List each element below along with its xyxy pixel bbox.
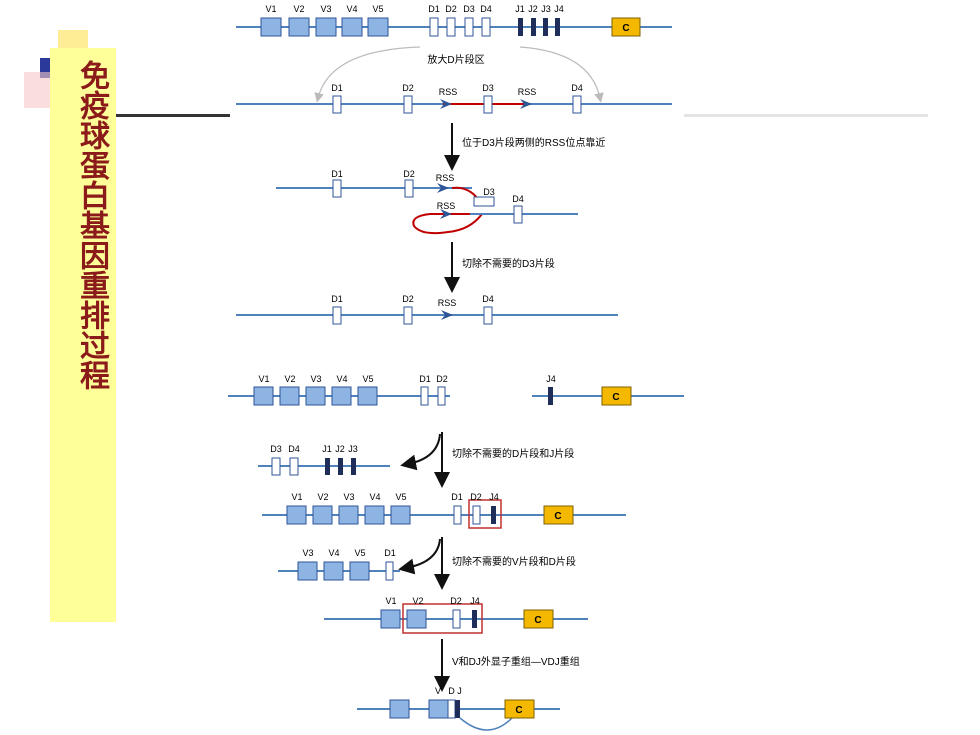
- r3-d1-label: D1: [331, 169, 343, 179]
- exc1-d3-label: D3: [270, 444, 282, 454]
- row-vdj-candidate: C V1 V2 D2 J4: [324, 596, 588, 634]
- row-germline: C V1 V2 V3 V4 V5 D1 D2 D3 D4 J1 J2 J3 J4: [236, 4, 672, 37]
- row-bottom-germline: C V1 V2 V3 V4 V5 D1 D2 J4: [228, 374, 684, 406]
- r3-rss1-label: RSS: [436, 173, 455, 183]
- b-j4-label: J4: [546, 374, 556, 384]
- r4-rss-label: RSS: [438, 298, 457, 308]
- r2-d3-label: D3: [482, 83, 494, 93]
- r2-d2-label: D2: [402, 83, 414, 93]
- step2-label: 切除不需要的D3片段: [462, 257, 555, 270]
- r6-v4-label: V4: [369, 492, 380, 502]
- exc1-j1-label: J1: [322, 444, 332, 454]
- r3-d2-label: D2: [403, 169, 415, 179]
- step1-label: 位于D3片段两侧的RSS位点靠近: [462, 136, 605, 149]
- r6-d1-label: D1: [451, 492, 463, 502]
- r2-rss1-label: RSS: [439, 87, 458, 97]
- step3-label: 切除不需要的D片段和J片段: [452, 447, 574, 460]
- j3-label: J3: [541, 4, 551, 14]
- zoom-right-arrow: [519, 46, 604, 103]
- d4-label: D4: [480, 4, 492, 14]
- exc2-v5-label: V5: [354, 548, 365, 558]
- excised-dj-fragment: D3 D4 J1 J2 J3: [258, 444, 390, 476]
- r2-d4-label: D4: [571, 83, 583, 93]
- r4-d4-label: D4: [482, 294, 494, 304]
- b-v5-label: V5: [362, 374, 373, 384]
- v2-label: V2: [293, 4, 304, 14]
- excised-vd-fragment: V3 V4 V5 D1: [278, 548, 400, 581]
- b-v4-label: V4: [336, 374, 347, 384]
- b-d1-label: D1: [419, 374, 431, 384]
- row-d-zoom: D1 D2 RSS D3 RSS D4: [236, 83, 672, 114]
- d1-label: D1: [428, 4, 440, 14]
- row-dj-joined: C V1 V2 V3 V4 V5 D1 D2 J4: [262, 492, 626, 529]
- page-title: 免疫球蛋白基因重排过程: [74, 60, 109, 390]
- exc2-v3-label: V3: [302, 548, 313, 558]
- r3-rss2-label: RSS: [437, 201, 456, 211]
- r6-j4-label: J4: [489, 492, 499, 502]
- final-dj-label: D J: [448, 686, 462, 696]
- step4-label: 切除不需要的V片段和D片段: [452, 555, 576, 568]
- final-c-label: C: [515, 705, 522, 716]
- r4-d2-label: D2: [402, 294, 414, 304]
- d2-label: D2: [445, 4, 457, 14]
- b-v1-label: V1: [258, 374, 269, 384]
- r7-j4-label: J4: [470, 596, 480, 606]
- exc2-v4-label: V4: [328, 548, 339, 558]
- v5-label: V5: [372, 4, 383, 14]
- exc1-j2-label: J2: [335, 444, 345, 454]
- row-after-d3-excision: D1 D2 RSS D4: [236, 294, 618, 325]
- d3-label: D3: [463, 4, 475, 14]
- exc1-j3-label: J3: [348, 444, 358, 454]
- b-v3-label: V3: [310, 374, 321, 384]
- step5-label: V和DJ外显子重组—VDJ重组: [452, 655, 580, 668]
- zoom-label: 放大D片段区: [427, 53, 484, 66]
- title-panel: 免疫球蛋白基因重排过程: [50, 48, 116, 622]
- row-rss-loop: D1 D2 RSS D3 RSS D4: [276, 169, 578, 235]
- j2-label: J2: [528, 4, 538, 14]
- r6-d2-label: D2: [470, 492, 482, 502]
- c-label: C: [622, 23, 629, 34]
- v4-label: V4: [346, 4, 357, 14]
- r2-rss2-label: RSS: [518, 87, 537, 97]
- j4-label: J4: [554, 4, 564, 14]
- j1-label: J1: [515, 4, 525, 14]
- step3-excision-arrow: [400, 433, 441, 471]
- r7-c-label: C: [534, 615, 541, 626]
- r7-v2-label: V2: [412, 596, 423, 606]
- b-d2-label: D2: [436, 374, 448, 384]
- r6-v2-label: V2: [317, 492, 328, 502]
- exc1-d4-label: D4: [288, 444, 300, 454]
- v3-label: V3: [320, 4, 331, 14]
- r7-v1-label: V1: [385, 596, 396, 606]
- deco-square-pink: [24, 72, 54, 108]
- deco-rule-light: [684, 114, 928, 117]
- r4-d1-label: D1: [331, 294, 343, 304]
- r3-d3-label: D3: [483, 187, 495, 197]
- r6-v5-label: V5: [395, 492, 406, 502]
- step4-excision-arrow: [398, 538, 441, 575]
- r7-d2-label: D2: [450, 596, 462, 606]
- row-vdj-final: C V D J: [357, 686, 560, 731]
- exc2-d1-label: D1: [384, 548, 396, 558]
- deco-rule-dark: [116, 114, 230, 117]
- r3-d4-label: D4: [512, 194, 524, 204]
- r6-c-label: C: [554, 511, 561, 522]
- r2-d1-label: D1: [331, 83, 343, 93]
- b-v2-label: V2: [284, 374, 295, 384]
- r6-v3-label: V3: [343, 492, 354, 502]
- b-c-label: C: [612, 392, 619, 403]
- zoom-left-arrow: [314, 46, 421, 103]
- r6-v1-label: V1: [291, 492, 302, 502]
- v1-label: V1: [265, 4, 276, 14]
- final-v-label: V: [435, 686, 441, 696]
